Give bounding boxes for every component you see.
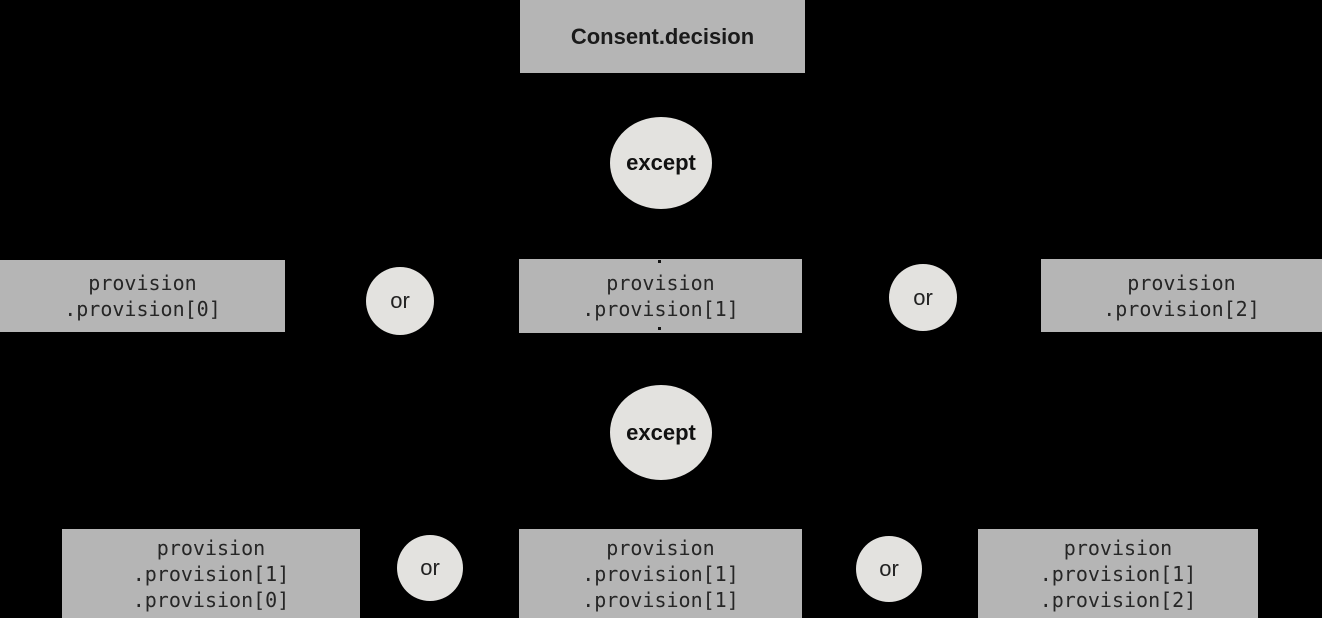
provision-node-row2-2: provision .provision[1] .provision[2] (978, 529, 1258, 618)
provision-node-row2-1: provision .provision[1] .provision[1] (519, 529, 802, 618)
provision-node-row2-1-label: provision .provision[1] .provision[1] (582, 535, 739, 612)
except-operator-1: except (610, 117, 712, 209)
or-connector-row1-right: or (889, 264, 957, 331)
connector-dot-bottom (658, 327, 661, 330)
provision-node-row1-2: provision .provision[2] (1041, 259, 1322, 332)
root-node: Consent.decision (520, 0, 805, 73)
or-connector-row1-left: or (366, 267, 434, 335)
connector-dot-top (658, 260, 661, 263)
or-connector-row1-left-label: or (390, 288, 410, 313)
or-connector-row2-left: or (397, 535, 463, 601)
except-operator-1-label: except (626, 150, 696, 175)
provision-node-row1-1-label: provision .provision[1] (582, 271, 739, 321)
or-connector-row2-right-label: or (879, 556, 899, 581)
provision-node-row2-0: provision .provision[1] .provision[0] (62, 529, 360, 618)
except-operator-2-label: except (626, 419, 696, 445)
provision-node-row2-0-label: provision .provision[1] .provision[0] (132, 535, 290, 612)
except-operator-2: except (610, 385, 712, 480)
or-connector-row2-right: or (856, 536, 922, 602)
or-connector-row2-left-label: or (420, 555, 440, 580)
provision-node-row1-1: provision .provision[1] (519, 259, 802, 333)
provision-node-row1-0-label: provision .provision[0] (64, 271, 221, 321)
provision-node-row1-0: provision .provision[0] (0, 260, 285, 332)
provision-node-row2-2-label: provision .provision[1] .provision[2] (1039, 535, 1197, 612)
root-node-label: Consent.decision (570, 23, 755, 49)
or-connector-row1-right-label: or (913, 284, 933, 310)
provision-node-row1-2-label: provision .provision[2] (1103, 270, 1260, 321)
